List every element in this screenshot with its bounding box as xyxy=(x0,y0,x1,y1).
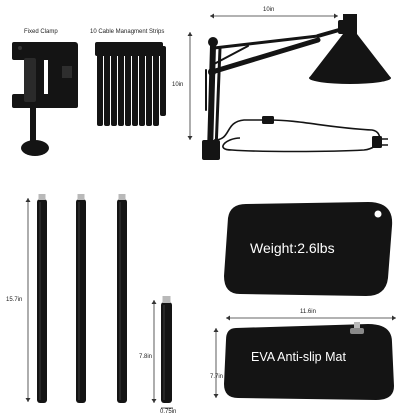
lamp-height-label: 10in xyxy=(172,82,184,88)
mat-width-label: 11.6in xyxy=(300,309,316,315)
long-rods-dimension xyxy=(25,198,31,402)
short-rod-diameter-label: 0.75in xyxy=(160,409,177,415)
short-rod-image xyxy=(161,296,172,403)
weight-plate-text: Weight:2.6lbs xyxy=(250,240,335,256)
cable-strips-label: 10 Cable Managment Strips xyxy=(90,29,165,35)
short-rod-dimension xyxy=(151,300,173,409)
eva-mat-image xyxy=(224,322,394,400)
long-rods-image xyxy=(37,194,127,403)
rod-height-label: 15.7in xyxy=(6,297,23,303)
mat-dimension-lines xyxy=(213,315,396,398)
fixed-clamp-image xyxy=(12,42,78,156)
fixed-clamp-label: Fixed Clamp xyxy=(24,29,58,35)
lamp-image xyxy=(202,14,391,160)
lamp-dimension-lines xyxy=(187,13,338,140)
mat-height-label: 7.7in xyxy=(210,374,224,380)
lamp-width-label: 10in xyxy=(263,7,275,13)
cable-strips-image xyxy=(95,42,166,126)
eva-mat-text: EVA Anti-slip Mat xyxy=(251,350,346,364)
short-rod-height-label: 7.8in xyxy=(139,354,153,360)
weight-plate-image xyxy=(224,202,393,296)
